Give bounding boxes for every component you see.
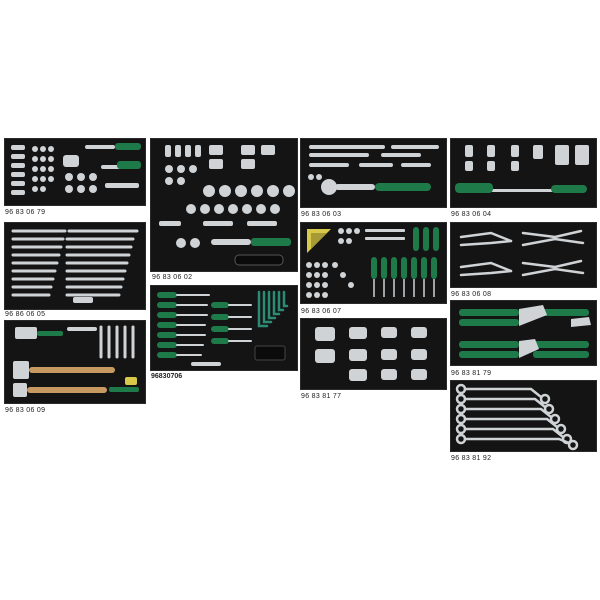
tray-label-96838179: 96 83 81 79	[451, 370, 492, 377]
tray-label-96830604: 96 83 06 04	[451, 211, 492, 218]
tray-label-96830603: 96 83 06 03	[301, 211, 342, 218]
tray-label-96830602: 96 83 06 02	[152, 274, 193, 281]
tray-label-96830608: 96 83 06 08	[451, 291, 492, 298]
tray-label-96860605: 96 86 06 05	[5, 311, 46, 318]
tray-96830603	[300, 138, 447, 208]
screwdrivers-and-hex-keys-icon	[157, 290, 289, 366]
ring-spanners-icon	[455, 383, 579, 451]
ratchet-and-extensions-icon	[308, 145, 439, 195]
tray-96830604	[450, 138, 597, 208]
hammer-and-chisels-icon	[13, 325, 139, 397]
tray-96830608	[450, 222, 597, 288]
tray-96830607	[300, 222, 447, 304]
tray-label-96830706: 96830706	[151, 373, 183, 380]
tray-96838177	[300, 318, 447, 390]
tray-96830602	[150, 138, 298, 272]
tray-96830679	[4, 138, 146, 206]
large-sockets-icon	[315, 327, 427, 381]
circlip-pliers-icon	[459, 229, 585, 277]
pliers-icon	[459, 305, 591, 358]
tray-label-96838177: 96 83 81 77	[301, 393, 342, 400]
tray-label-96830609: 96 83 06 09	[5, 407, 46, 414]
bits-and-screwdrivers-icon	[306, 227, 439, 298]
tray-label-96830607: 96 83 06 07	[301, 308, 342, 315]
tray-label-96830679: 96 83 06 79	[5, 209, 46, 216]
tray-96830609	[4, 320, 146, 404]
tray-96860605	[4, 222, 146, 310]
tray-96838192	[450, 380, 597, 452]
spark-plug-sockets-icon	[455, 145, 589, 193]
tray-96838179	[450, 300, 597, 366]
socket-set-icon	[11, 143, 141, 195]
tray-label-96838192: 96 83 81 92	[451, 455, 492, 462]
socket-set-icon	[159, 145, 295, 266]
tray-96830706	[150, 285, 298, 371]
combination-wrenches-icon	[11, 229, 139, 303]
